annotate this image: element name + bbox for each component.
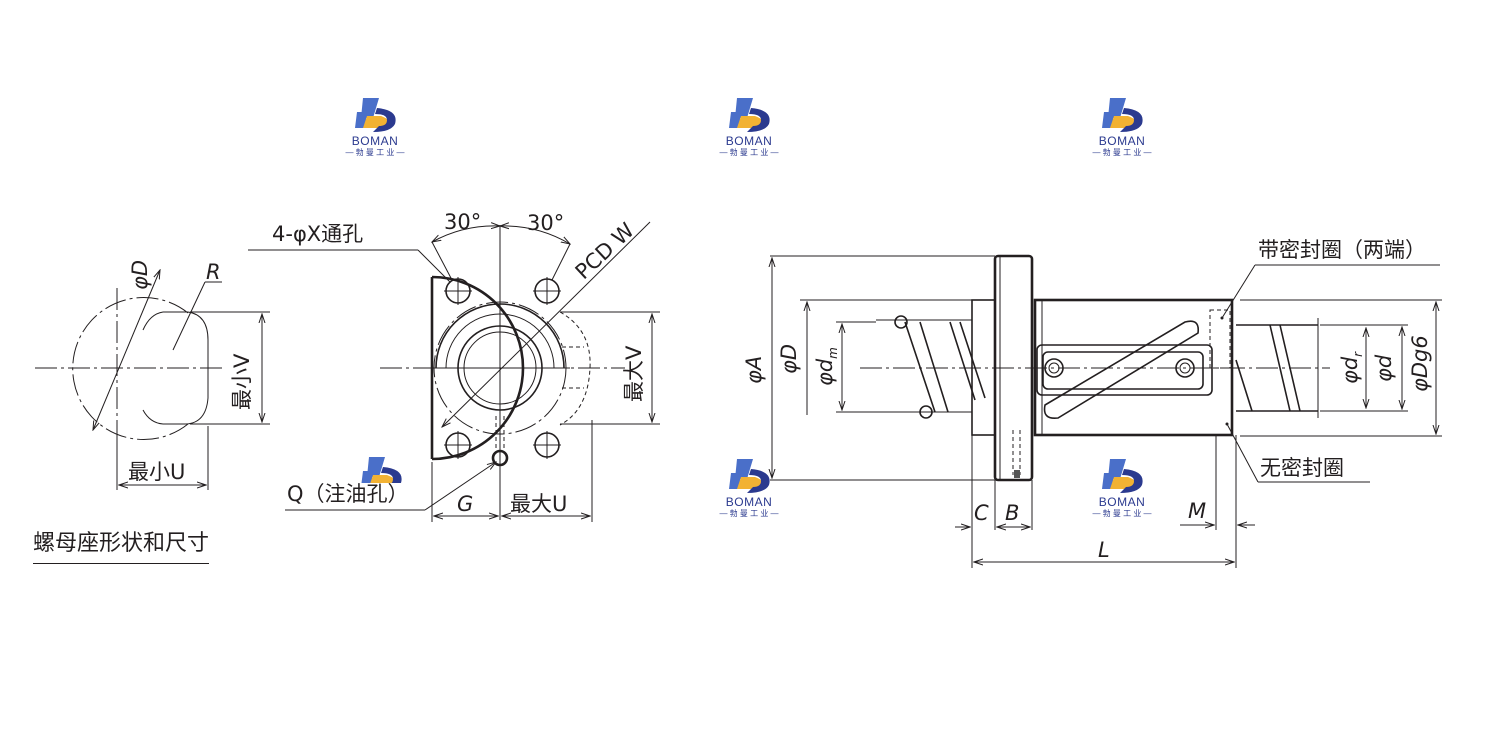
- bolt-hole: [444, 431, 472, 459]
- brand-name: BOMAN: [1098, 495, 1146, 509]
- brand-logo: BOMAN — 勃 曼 工 业 —: [711, 455, 787, 519]
- label-bolt-holes: 4-φX通孔: [272, 222, 364, 246]
- label-phi-A: φA: [742, 355, 766, 384]
- boman-logo-icon: [361, 457, 402, 483]
- label-max-U: 最大U: [510, 492, 568, 516]
- section-title: 螺母座形状和尺寸: [33, 525, 210, 564]
- brand-logo-partial: [343, 453, 419, 483]
- label-R: R: [206, 260, 221, 284]
- bolt-hole: [533, 277, 561, 305]
- bolt-hole: [444, 277, 472, 305]
- brand-logo: BOMAN — 勃 曼 工 业 —: [1084, 94, 1160, 158]
- label-C: C: [974, 501, 989, 525]
- label-phi-dr: φdr: [1338, 351, 1366, 384]
- brand-name: BOMAN: [725, 495, 773, 509]
- ball-screw-side-view: [770, 254, 1442, 568]
- brand-logo: BOMAN — 勃 曼 工 业 —: [337, 94, 413, 158]
- label-min-U: 最小U: [128, 460, 186, 484]
- brand-logo: BOMAN — 勃 曼 工 业 —: [1084, 455, 1160, 519]
- brand-name: BOMAN: [1098, 134, 1146, 148]
- label-max-V: 最大V: [622, 345, 646, 402]
- boman-logo-icon: [355, 98, 396, 132]
- label-phi-Dg6: φDg6: [1408, 335, 1432, 392]
- brand-subtitle: — 勃 曼 工 业 —: [1092, 148, 1152, 157]
- flange-front-view: [248, 221, 660, 522]
- nut-seat-shape-view: [35, 270, 270, 490]
- label-M: M: [1188, 499, 1207, 523]
- brand-name: BOMAN: [725, 134, 773, 148]
- label-G: G: [457, 492, 474, 516]
- label-L: L: [1098, 538, 1110, 562]
- brand-subtitle: — 勃 曼 工 业 —: [719, 148, 779, 157]
- label-angle-right: 30°: [527, 211, 565, 235]
- label-phi-D: φD: [128, 259, 152, 290]
- boman-logo-icon: [729, 459, 770, 493]
- label-phi-d: φd: [1372, 354, 1396, 382]
- label-phi-D-side: φD: [777, 343, 801, 374]
- label-no-seal: 无密封圈: [1260, 456, 1344, 480]
- label-B: B: [1005, 501, 1020, 525]
- brand-subtitle: — 勃 曼 工 业 —: [345, 148, 405, 157]
- label-min-V: 最小V: [230, 353, 254, 410]
- boman-logo-icon: [729, 98, 770, 132]
- brand-subtitle: — 勃 曼 工 业 —: [1092, 509, 1152, 518]
- brand-logo: BOMAN — 勃 曼 工 业 —: [711, 94, 787, 158]
- brand-name: BOMAN: [351, 134, 399, 148]
- bolt-hole: [533, 431, 561, 459]
- boman-logo-icon: [1102, 459, 1143, 493]
- label-phi-dm: φdm: [813, 347, 841, 386]
- label-oil-hole: Q（注油孔）: [287, 482, 409, 506]
- brand-subtitle: — 勃 曼 工 业 —: [719, 509, 779, 518]
- label-seal-both-ends: 带密封圈（两端）: [1258, 238, 1426, 262]
- boman-logo-icon: [1102, 98, 1143, 132]
- label-angle-left: 30°: [444, 210, 482, 234]
